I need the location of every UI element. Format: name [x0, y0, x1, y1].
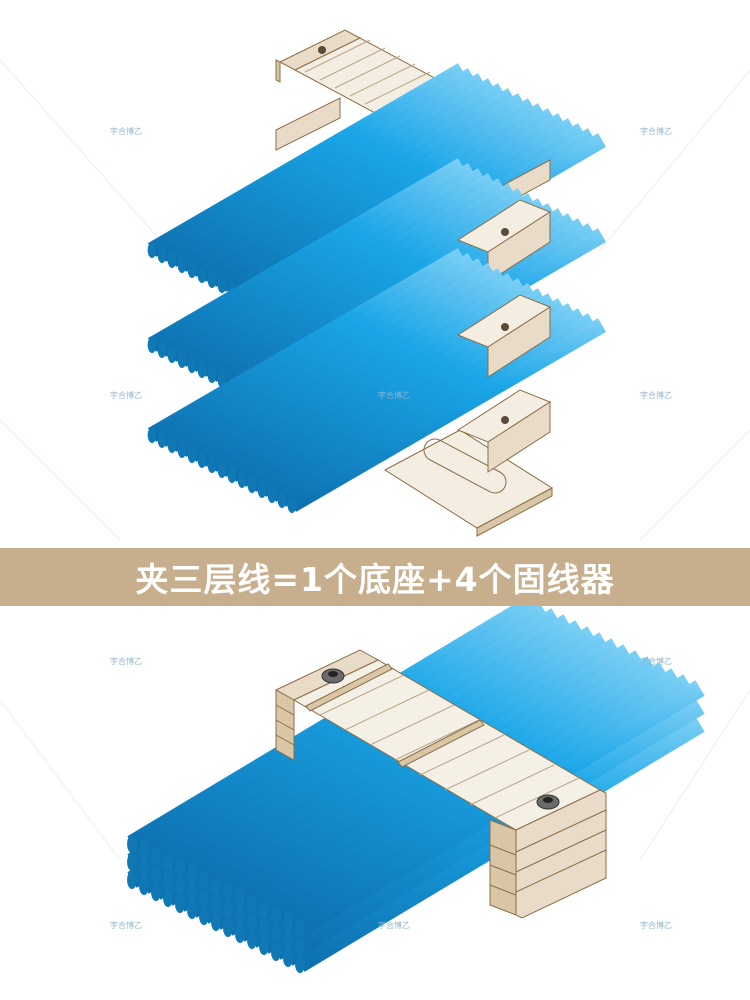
watermark: 宇合博乙 [110, 921, 142, 930]
pipe-end [235, 907, 245, 925]
pipe [139, 602, 549, 858]
pipe-end [151, 883, 161, 901]
pipe-end [177, 442, 187, 458]
pipe-end [271, 925, 281, 943]
watermark: 宇合博乙 [640, 657, 672, 666]
pipe-end [177, 352, 187, 368]
pipe-end [197, 452, 207, 468]
watermark: 宇合博乙 [110, 657, 142, 666]
pipe-end [277, 492, 287, 508]
pipe-end [235, 925, 245, 943]
pipe [127, 596, 537, 852]
pipe-end [147, 427, 157, 443]
watermark: 宇合博乙 [378, 391, 410, 400]
pipe-end [163, 871, 173, 889]
pipe-end [177, 257, 187, 273]
pipe-end [127, 835, 137, 853]
pipe-end [139, 841, 149, 859]
pipe-end [217, 462, 227, 478]
pipe-end [167, 437, 177, 453]
pipe-end [207, 457, 217, 473]
pipe-end [257, 482, 267, 498]
pipe-end [207, 367, 217, 383]
pipe-end [147, 337, 157, 353]
pipe-end [247, 895, 257, 913]
pipe-end [187, 865, 197, 883]
pipe-end [199, 907, 209, 925]
pipe-end [157, 247, 167, 263]
base-plate [384, 389, 553, 537]
pipe-end [283, 949, 293, 967]
pipe-end [211, 895, 221, 913]
watermark: 宇合博乙 [110, 127, 142, 136]
pipe-end [151, 847, 161, 865]
pipe-end [259, 919, 269, 937]
pipe-end [295, 955, 305, 973]
pipe-end [267, 487, 277, 503]
pipe-end [151, 865, 161, 883]
pipe-end [217, 277, 227, 293]
pipe-end [167, 252, 177, 268]
pipe-end [127, 853, 137, 871]
pipe-end [271, 943, 281, 961]
pipe-end [163, 889, 173, 907]
nut-front [536, 794, 560, 810]
pipe-end [235, 889, 245, 907]
pipe-end [199, 871, 209, 889]
pipe-end [223, 919, 233, 937]
exploded-view [147, 29, 607, 537]
pipe-end [139, 859, 149, 877]
nut-back [321, 668, 345, 684]
pipe-end [197, 362, 207, 378]
pipe-end [295, 919, 305, 937]
pipe-end [157, 432, 167, 448]
pipe-end [187, 262, 197, 278]
bracket-layer-3 [456, 294, 552, 378]
assembled-view [127, 596, 705, 973]
watermark: 宇合博乙 [640, 391, 672, 400]
pipe-end [175, 877, 185, 895]
pipe-end [227, 467, 237, 483]
assembled-clamp-stack [274, 649, 607, 919]
pipe-end [237, 472, 247, 488]
pipe-end [157, 342, 167, 358]
background-lines [0, 59, 750, 861]
pipe-end [187, 357, 197, 373]
pipe-end [187, 901, 197, 919]
pipe-end [167, 347, 177, 363]
pipe-end [187, 883, 197, 901]
pipe-end [127, 871, 137, 889]
watermark: 宇合博乙 [378, 921, 410, 930]
pipe-end [207, 272, 217, 288]
pipe-end [247, 931, 257, 949]
pipe-end [175, 859, 185, 877]
pipe-end [147, 242, 157, 258]
pipe-end [163, 853, 173, 871]
pipe-end [283, 913, 293, 931]
pipe-end [187, 447, 197, 463]
pipe-end [197, 267, 207, 283]
caption-banner: 夹三层线=1个底座+4个固线器 [0, 548, 750, 606]
pipe-end [271, 907, 281, 925]
pipe [287, 318, 607, 512]
watermark: 宇合博乙 [640, 921, 672, 930]
pipe-end [295, 937, 305, 955]
pipe-end [175, 895, 185, 913]
pipe-end [259, 901, 269, 919]
pipe-end [287, 497, 297, 513]
pipe-end [223, 883, 233, 901]
watermark: 宇合博乙 [640, 127, 672, 136]
pipe-end [211, 913, 221, 931]
watermark: 宇合博乙 [110, 391, 142, 400]
pipe-end [139, 877, 149, 895]
pipe-end [211, 877, 221, 895]
pipe-end [283, 931, 293, 949]
pipe-end [259, 937, 269, 955]
pipe-end [223, 901, 233, 919]
pipe-end [247, 913, 257, 931]
pipe-end [199, 889, 209, 907]
pipe-end [247, 477, 257, 493]
caption-text: 夹三层线=1个底座+4个固线器 [135, 560, 615, 599]
